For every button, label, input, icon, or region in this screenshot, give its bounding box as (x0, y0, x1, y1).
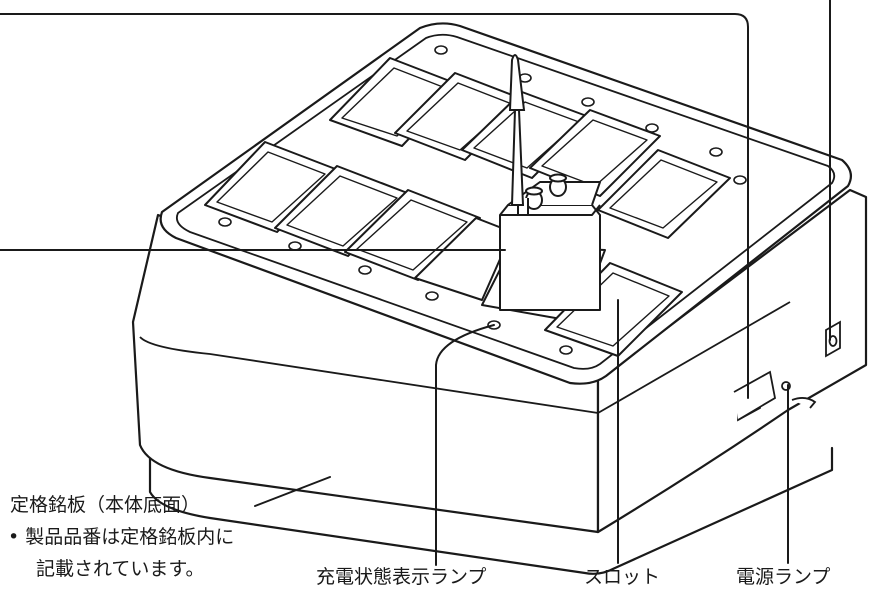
leader-rating-plate (254, 476, 331, 507)
rating-plate-label: 定格銘板（本体底面） (10, 494, 201, 516)
hole (434, 45, 448, 55)
hole (645, 123, 659, 133)
antenna (508, 54, 526, 206)
hole (559, 345, 573, 355)
body-right-seam (597, 301, 791, 414)
slot-5 (597, 149, 731, 239)
hole (581, 97, 595, 107)
body-seam (139, 336, 599, 414)
body-left-face (131, 213, 600, 534)
leader-top-left (0, 13, 749, 399)
hole (218, 217, 232, 227)
transmitter-device (499, 173, 601, 311)
hole (709, 147, 723, 157)
slot-8 (344, 189, 481, 281)
hole (288, 241, 302, 251)
slot-label: スロット (584, 566, 661, 588)
port-frame (733, 370, 777, 421)
slot-6 (204, 141, 339, 233)
leader-charge-lamp (435, 324, 495, 566)
hole (733, 175, 747, 185)
rear-notch (791, 397, 817, 409)
power-lamp-label: 電源ランプ (736, 566, 831, 588)
hole (358, 265, 372, 275)
note-line-1: • 製品品番は定格銘板内に (8, 526, 235, 548)
hole (425, 291, 439, 301)
charge-lamp-label: 充電状態表示ランプ (316, 566, 487, 588)
note-line-2: 記載されています。 (36, 558, 205, 580)
dc-jack-hole (828, 335, 838, 347)
